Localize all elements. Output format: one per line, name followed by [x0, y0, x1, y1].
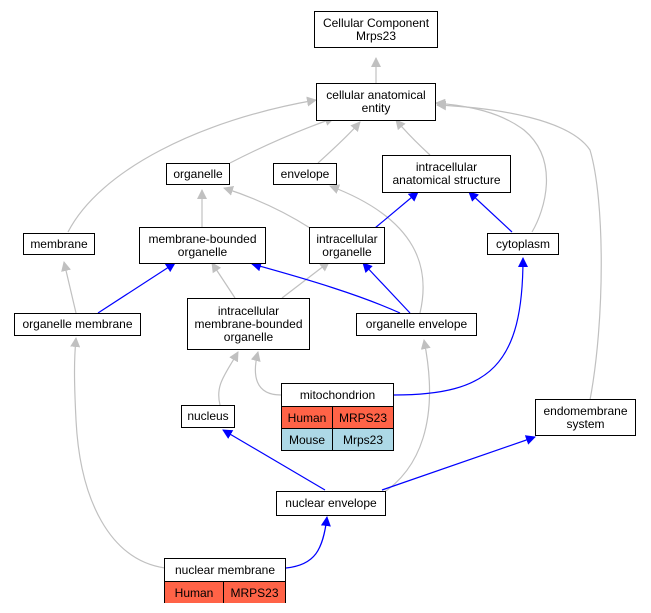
species-cell: Human [282, 407, 333, 428]
edge-nm-ne [285, 516, 331, 569]
edge-om-membrane [61, 261, 77, 314]
node-nuclear-membrane[interactable]: nuclear membrane Human MRPS23 [164, 558, 286, 603]
edge-es-cae [436, 100, 602, 401]
edge-imbo-mbo [211, 262, 236, 299]
node-membrane-bounded-organelle[interactable]: membrane-bounded organelle [139, 227, 266, 264]
edge-oe-io [362, 262, 411, 314]
node-membrane[interactable]: membrane [23, 233, 95, 255]
edge-mito-cytoplasm [393, 257, 528, 396]
node-organelle-envelope[interactable]: organelle envelope [356, 313, 477, 336]
edge-ne-oe [379, 339, 431, 496]
edge-oe-mbo [251, 261, 401, 314]
node-intracellular-membrane-bounded-organelle[interactable]: intracellular membrane-bounded organelle [187, 298, 310, 350]
edge-cytoplasm-ias [468, 191, 513, 233]
edge-organelle-cae [229, 116, 335, 164]
mitochondrion-row-mouse: Mouse Mrps23 [282, 428, 393, 450]
nuclear-membrane-title: nuclear membrane [165, 559, 285, 582]
node-envelope[interactable]: envelope [273, 163, 337, 185]
edge-om-mbo [97, 262, 176, 314]
node-cytoplasm[interactable]: cytoplasm [487, 233, 559, 255]
node-intracellular-organelle[interactable]: intracellular organelle [309, 227, 385, 264]
gene-cell: MRPS23 [230, 585, 279, 600]
edge-membrane-cae [67, 96, 317, 233]
gene-cell: MRPS23 [338, 410, 388, 425]
edge-envelope-cae [317, 121, 361, 164]
node-organelle-membrane[interactable]: organelle membrane [14, 313, 141, 336]
gene-cell: Mrps23 [342, 432, 383, 447]
edge-nm-om [70, 337, 166, 569]
node-nucleus[interactable]: nucleus [181, 405, 235, 428]
nuclear-membrane-row-human: Human MRPS23 [165, 582, 285, 603]
node-mitochondrion[interactable]: mitochondrion Human MRPS23 Mouse Mrps23 [281, 383, 394, 451]
node-nuclear-envelope[interactable]: nuclear envelope [276, 491, 386, 516]
edge-nucleus-ne [222, 429, 326, 491]
species-cell: Mouse [282, 429, 333, 450]
node-cellular-anatomical-entity[interactable]: cellular anatomical entity [316, 83, 436, 121]
node-intracellular-anatomical-structure[interactable]: intracellular anatomical structure [382, 155, 511, 193]
edge-io-ias [374, 191, 419, 229]
edge-mito-imbo [250, 351, 282, 396]
edge-nucleus-imbo [218, 351, 239, 406]
species-cell: Human [165, 582, 224, 603]
node-organelle[interactable]: organelle [166, 163, 230, 185]
edge-io-organelle [223, 186, 311, 229]
node-endomembrane-system[interactable]: endomembrane system [535, 399, 636, 436]
edge-ne-es [381, 435, 536, 491]
edge-oe-envelope [329, 184, 424, 314]
edge-ias-cae [395, 119, 431, 156]
mitochondrion-row-human: Human MRPS23 [282, 407, 393, 428]
node-cellular-component[interactable]: Cellular Component Mrps23 [314, 11, 438, 48]
mitochondrion-title: mitochondrion [282, 384, 393, 407]
